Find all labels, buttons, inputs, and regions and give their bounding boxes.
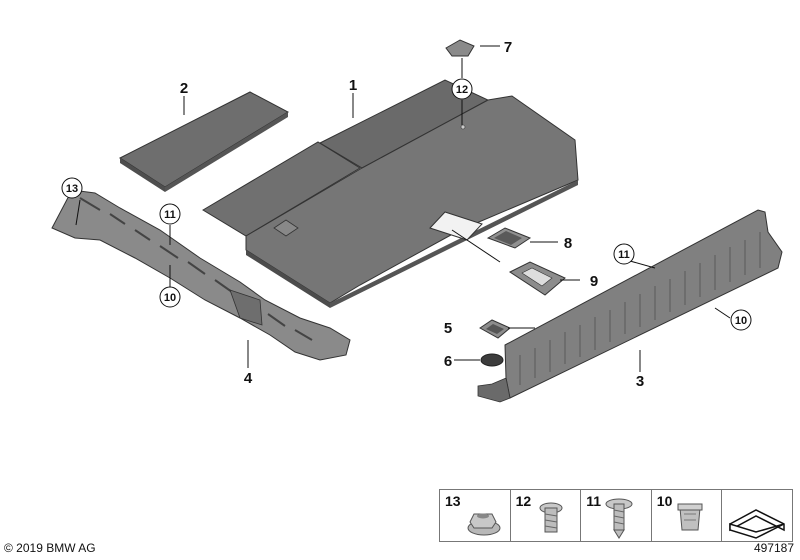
hardware-cell-13[interactable]: 13 [440,490,511,541]
circled-callout-11-right: 11 [613,243,635,265]
circled-callout-12: 12 [451,78,473,100]
svg-text:12: 12 [456,84,468,96]
circled-callout-13: 13 [61,177,83,199]
cap-part-6[interactable] [480,353,504,367]
callout-4: 4 [244,370,253,387]
luggage-floor-part-1[interactable] [202,79,579,308]
hardware-cell-12[interactable]: 12 [511,490,582,541]
diagram-id: 497187 [753,541,794,555]
handle-frame-part-9[interactable] [508,261,566,296]
handle-recess-part-8[interactable] [486,227,532,249]
circled-callout-10-right: 10 [730,309,752,331]
washer-screw-icon [605,498,633,539]
leader-lines [75,45,731,372]
callout-3: 3 [636,373,644,390]
bracket-shape-icon [729,509,786,539]
hardware-cell-mounting-tool[interactable] [722,490,792,541]
copyright-text: © 2019 BMW AG [4,541,96,555]
hardware-number: 12 [515,493,532,509]
hardware-cell-10[interactable]: 10 [652,490,723,541]
hardware-cell-11[interactable]: 11 [581,490,652,541]
plug-part-7[interactable] [445,39,475,57]
callout-2: 2 [180,80,188,97]
circled-callout-10-left: 10 [159,286,181,308]
floor-panel-part-2[interactable] [118,91,290,192]
hardware-table: 13 12 11 10 [439,489,793,542]
callout-9: 9 [590,273,598,290]
callout-7: 7 [504,39,512,56]
hardware-number: 11 [586,493,601,509]
svg-text:11: 11 [618,249,630,261]
svg-text:10: 10 [735,315,747,327]
side-bracket-part-4[interactable] [51,189,351,361]
callout-5: 5 [444,320,452,337]
callout-1: 1 [349,77,357,94]
callout-6: 6 [444,353,452,370]
callout-8: 8 [564,235,572,252]
circled-callout-11-left: 11 [159,203,181,225]
hardware-number: 10 [656,493,673,509]
loading-sill-trim-part-3[interactable] [477,209,783,403]
cover-part-5[interactable] [479,319,511,339]
svg-text:11: 11 [164,209,176,221]
expanding-nut-icon [677,503,703,531]
hardware-number: 13 [445,493,461,509]
svg-text:13: 13 [66,183,78,195]
svg-text:10: 10 [164,292,176,304]
screw-icon [539,502,563,533]
nut-icon [467,513,501,536]
